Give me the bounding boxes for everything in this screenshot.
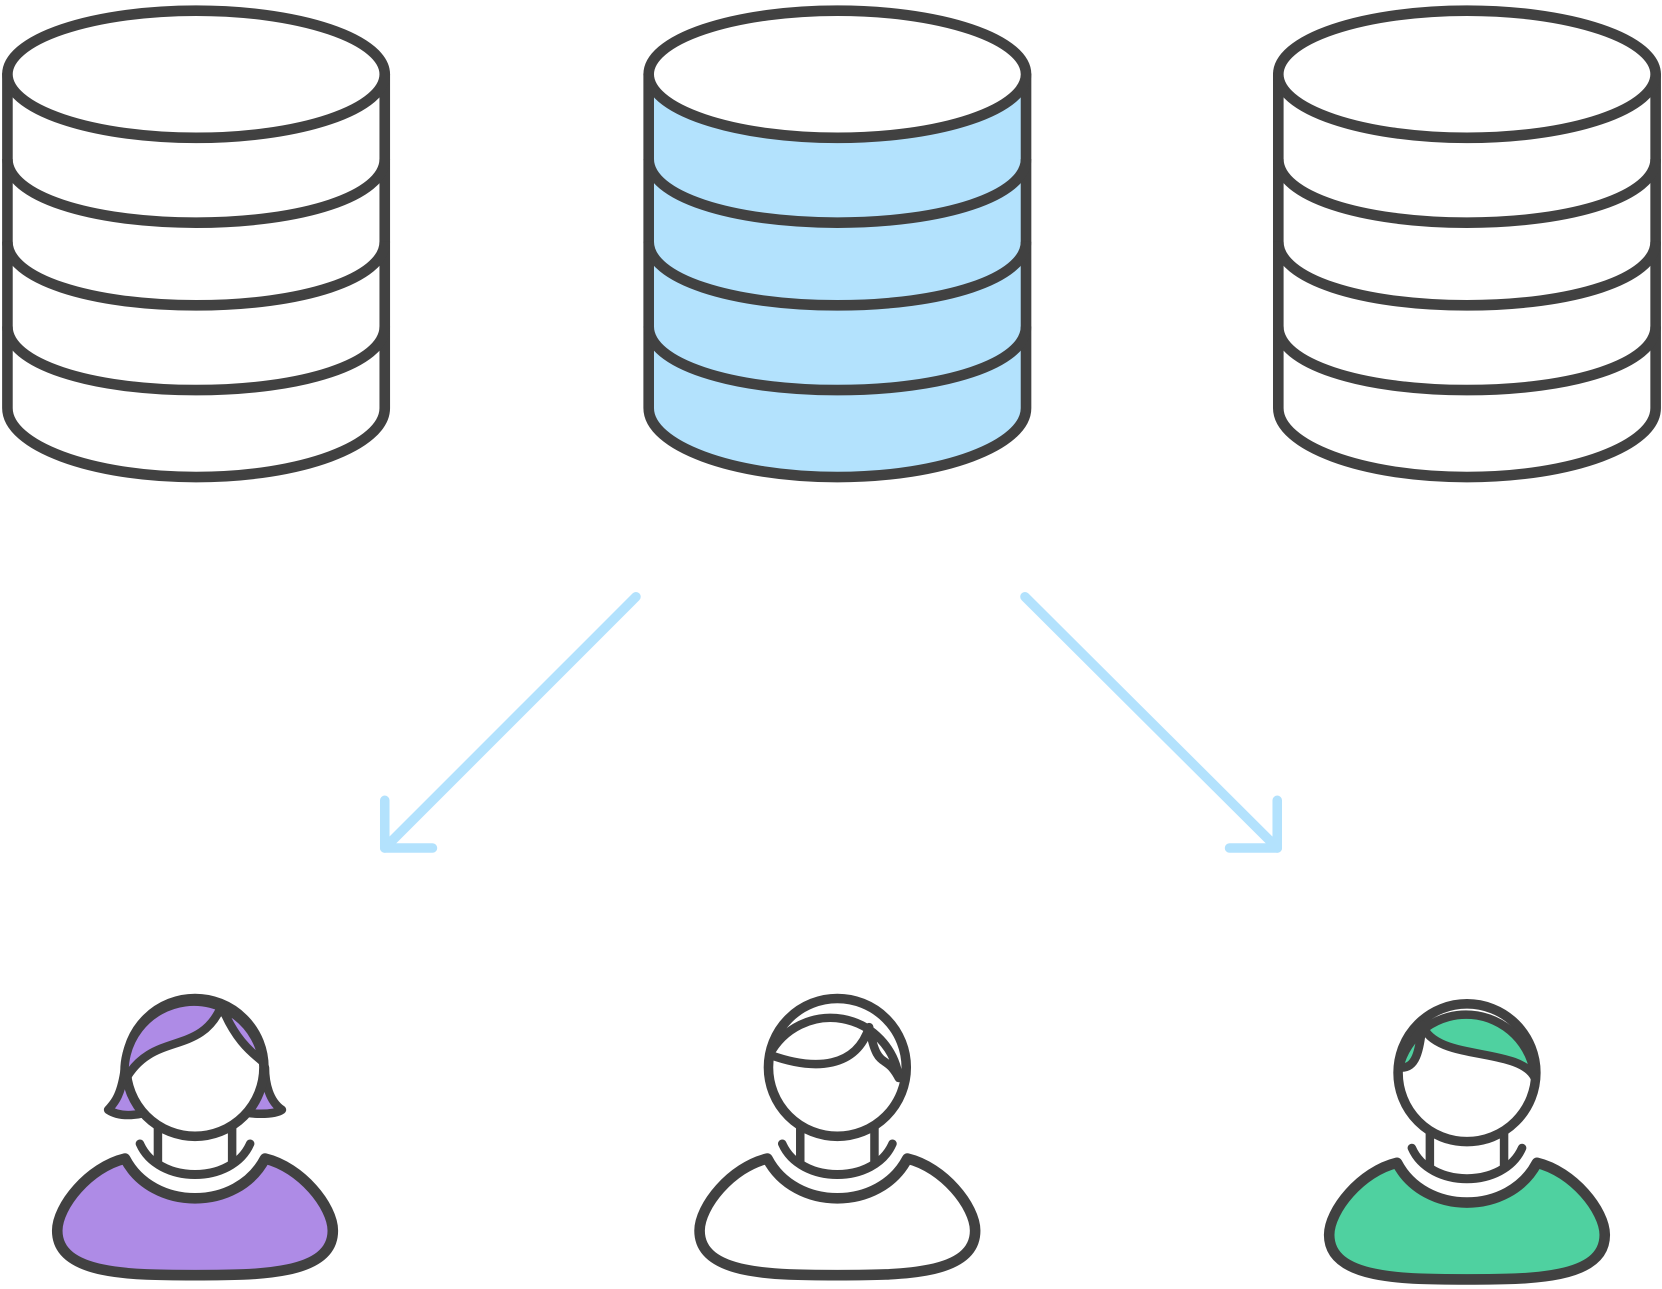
user-body bbox=[694, 1153, 981, 1281]
user-left-icon bbox=[51, 993, 339, 1281]
database-right-icon bbox=[1272, 5, 1661, 483]
database-layer-line bbox=[643, 241, 1032, 311]
arrow-to-left-user-icon bbox=[379, 592, 641, 853]
user-hair bbox=[120, 997, 268, 1085]
arrow-to-right-user-icon bbox=[1020, 592, 1283, 853]
database-left-icon bbox=[2, 5, 391, 483]
database-body bbox=[2, 68, 391, 483]
database-layer-line bbox=[1272, 241, 1661, 311]
arrow-head bbox=[1224, 795, 1283, 853]
database-layer-line bbox=[1272, 158, 1661, 228]
database-top bbox=[2, 5, 391, 144]
database-top bbox=[643, 5, 1032, 144]
arrow-shaft bbox=[379, 592, 641, 853]
database-body bbox=[1272, 68, 1661, 483]
user-center-icon bbox=[694, 993, 981, 1281]
database-layer-line bbox=[1272, 325, 1661, 396]
user-right-icon bbox=[1323, 999, 1611, 1285]
user-hair bbox=[1394, 1010, 1540, 1083]
database-body bbox=[643, 68, 1032, 483]
database-layer-line bbox=[2, 325, 391, 396]
user-body bbox=[51, 1153, 339, 1281]
database-layer-line bbox=[643, 158, 1032, 228]
database-center-icon bbox=[643, 5, 1032, 483]
arrow-shaft bbox=[1020, 592, 1283, 853]
database-layer-line bbox=[2, 241, 391, 311]
user-body bbox=[1323, 1157, 1611, 1285]
user-hair bbox=[765, 1013, 904, 1083]
database-layer-line bbox=[643, 325, 1032, 396]
arrow-head bbox=[379, 795, 438, 853]
database-layer-line bbox=[2, 158, 391, 228]
database-top bbox=[1272, 5, 1661, 144]
